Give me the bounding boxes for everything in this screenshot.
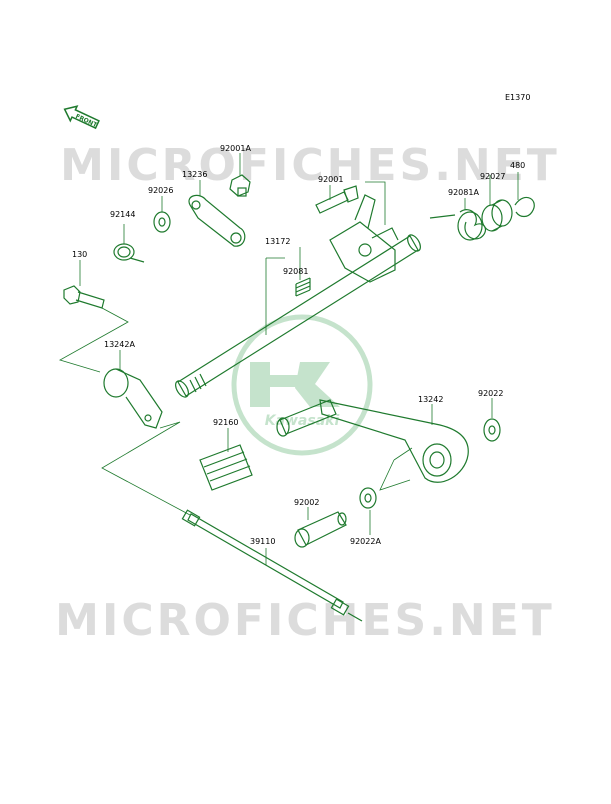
bolt-92001a	[229, 174, 251, 197]
spring-92081	[295, 277, 311, 297]
rubber-92160	[199, 444, 253, 491]
watermark-top: MICROFICHES.NET	[60, 140, 560, 191]
tie-rod-39110	[181, 509, 363, 622]
label-92081a: 92081A	[448, 188, 479, 197]
collar-92027	[481, 199, 513, 232]
label-13172: 13172	[265, 237, 290, 246]
label-92022: 92022	[478, 389, 503, 398]
washer-92022	[483, 418, 501, 442]
label-92027: 92027	[480, 172, 505, 181]
leader-lines	[58, 153, 519, 565]
label-92022a: 92022A	[350, 537, 381, 546]
lever-13242a	[103, 368, 163, 429]
label-92160: 92160	[213, 418, 238, 427]
circlip-480	[514, 196, 535, 218]
collar-92002	[294, 511, 347, 548]
kawasaki-logo: Kawasaki	[231, 314, 373, 456]
label-130: 130	[72, 250, 87, 259]
lever-13236	[188, 194, 246, 247]
spring-92081a	[429, 209, 487, 241]
bolt-92001	[315, 185, 359, 214]
label-92026: 92026	[148, 186, 173, 195]
logo-text: Kawasaki	[265, 413, 340, 429]
diagram-code: E1370	[505, 93, 530, 102]
bolt-130	[63, 285, 105, 309]
label-92002: 92002	[294, 498, 319, 507]
label-92001: 92001	[318, 175, 343, 184]
washer-92026	[153, 211, 171, 233]
label-92144: 92144	[110, 210, 135, 219]
washer-92022a	[359, 487, 377, 509]
shift-shaft	[175, 234, 421, 398]
pedal-lever-13242	[276, 399, 469, 483]
label-480: 480	[510, 161, 525, 170]
label-13242: 13242	[418, 395, 443, 404]
label-13242a: 13242A	[104, 340, 135, 349]
spring-92144	[113, 243, 145, 263]
label-92001a: 92001A	[220, 144, 251, 153]
label-13236: 13236	[182, 170, 207, 179]
front-arrow-icon: FRONT	[63, 105, 100, 129]
label-92081: 92081	[283, 267, 308, 276]
label-39110: 39110	[250, 537, 275, 546]
shift-arm	[329, 194, 399, 283]
watermark-bottom: MICROFICHES.NET	[55, 595, 555, 646]
